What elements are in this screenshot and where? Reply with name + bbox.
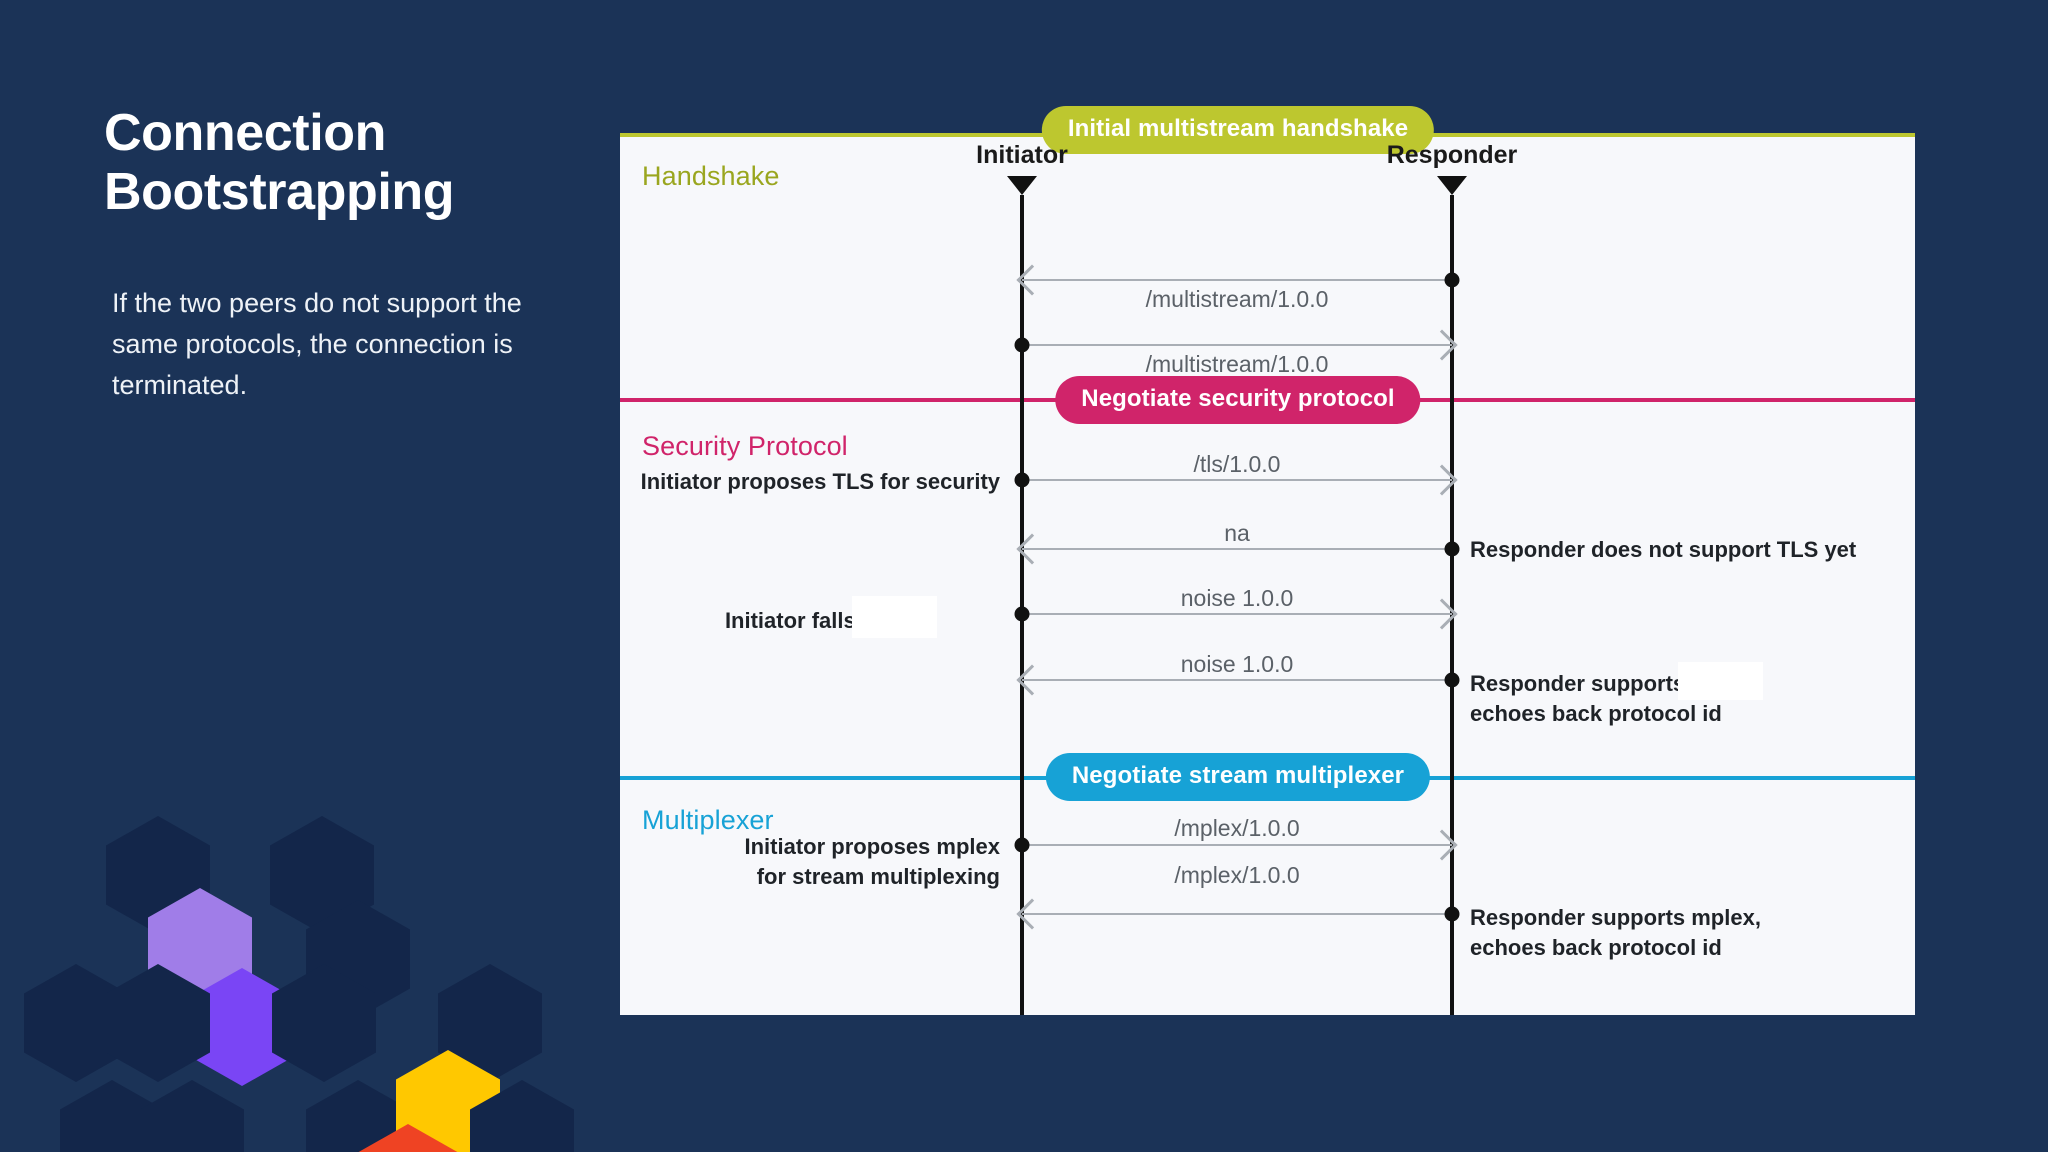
section-label-security: Security Protocol <box>642 431 848 461</box>
badge-initial-multistream-handshake: Initial multistream handshake <box>1041 106 1435 154</box>
message-origin-dot <box>1444 541 1460 557</box>
annotation-mplex-proposal-line-2: for stream multiplexing <box>756 863 1000 889</box>
hexagon-purple-light <box>148 888 252 1006</box>
hexagon-dark <box>306 1080 410 1152</box>
message-label: /multistream/1.0.0 <box>1145 286 1329 312</box>
message-origin-dot <box>1444 906 1460 922</box>
section-label-handshake: Handshake <box>642 161 780 191</box>
hexagon-dark <box>60 1080 164 1152</box>
message-line <box>1022 479 1452 481</box>
hexagon-dark <box>106 816 210 934</box>
hexagon-dark <box>272 964 376 1082</box>
redaction-block-fallback <box>852 596 937 638</box>
responder-lifeline <box>1450 195 1454 1015</box>
message-label: /tls/1.0.0 <box>1193 451 1281 477</box>
redaction-block-noise-support <box>1678 662 1763 700</box>
badge-negotiate-security-protocol: Negotiate security protocol <box>1055 376 1421 424</box>
message-line <box>1022 679 1452 681</box>
annotation-mplex-support-line-2: echoes back protocol id <box>1470 934 1722 960</box>
title-line-2: Bootstrapping <box>104 163 455 222</box>
message-origin-dot <box>1014 472 1030 488</box>
hexagon-yellow <box>396 1050 500 1152</box>
initiator-lifeline-arrow <box>1007 176 1037 195</box>
message-line <box>1022 913 1452 915</box>
message-line <box>1022 613 1452 615</box>
message-origin-dot <box>1444 672 1460 688</box>
message-origin-dot <box>1444 272 1460 288</box>
message-label: na <box>1224 520 1250 546</box>
hexagon-orange <box>356 1124 460 1152</box>
annotation-mplex-support: Responder supports mplex, echoes back pr… <box>1470 903 1761 962</box>
message-line <box>1022 279 1452 281</box>
actor-label-initiator: Initiator <box>976 141 1068 169</box>
annotation-mplex-proposal: Initiator proposes mplex for stream mult… <box>745 832 1001 891</box>
page-title: Connection Bootstrapping <box>104 104 574 223</box>
message-origin-dot <box>1014 337 1030 353</box>
hexagon-decoration <box>0 732 620 1152</box>
hexagon-dark <box>270 816 374 934</box>
annotation-tls-unsupported: Responder does not support TLS yet <box>1470 537 1857 562</box>
annotation-mplex-proposal-line-1: Initiator proposes mplex <box>744 834 1001 859</box>
hexagon-purple <box>190 968 294 1086</box>
left-column: Connection Bootstrapping If the two peer… <box>104 104 574 406</box>
hexagon-dark <box>438 964 542 1082</box>
message-label: noise 1.0.0 <box>1180 651 1294 677</box>
sequence-diagram-panel: Handshake Security Protocol Multiplexer … <box>620 106 1915 1015</box>
annotation-noise-support-line-2: echoes back protocol id <box>1470 700 1722 726</box>
message-origin-dot <box>1014 837 1030 853</box>
hexagon-dark <box>140 1080 244 1152</box>
body-text: If the two peers do not support the same… <box>112 287 522 401</box>
message-line <box>1022 548 1452 550</box>
message-label: /mplex/1.0.0 <box>1174 815 1300 841</box>
hexagon-dark <box>306 900 410 1018</box>
hexagon-dark <box>106 964 210 1082</box>
annotation-tls-proposal: Initiator proposes TLS for security <box>640 469 1000 494</box>
annotation-noise-support: Responder supports echoes back protocol … <box>1470 669 1722 728</box>
annotation-noise-support-line-1: Responder supports <box>1470 671 1686 696</box>
hexagon-dark <box>24 964 128 1082</box>
message-line <box>1022 844 1452 846</box>
message-label: /multistream/1.0.0 <box>1145 351 1329 377</box>
responder-lifeline-arrow <box>1437 176 1467 195</box>
initiator-lifeline <box>1020 195 1024 1015</box>
message-line <box>1022 344 1452 346</box>
actor-label-responder: Responder <box>1386 141 1518 169</box>
message-label: /mplex/1.0.0 <box>1174 862 1300 888</box>
title-line-1: Connection <box>104 104 386 162</box>
annotation-mplex-support-line-1: Responder supports mplex, <box>1470 905 1761 930</box>
badge-negotiate-stream-multiplexer: Negotiate stream multiplexer <box>1045 753 1431 801</box>
message-origin-dot <box>1014 606 1030 622</box>
section-label-multiplexer: Multiplexer <box>642 805 774 835</box>
message-label: noise 1.0.0 <box>1180 585 1294 611</box>
hexagon-dark <box>470 1080 574 1152</box>
